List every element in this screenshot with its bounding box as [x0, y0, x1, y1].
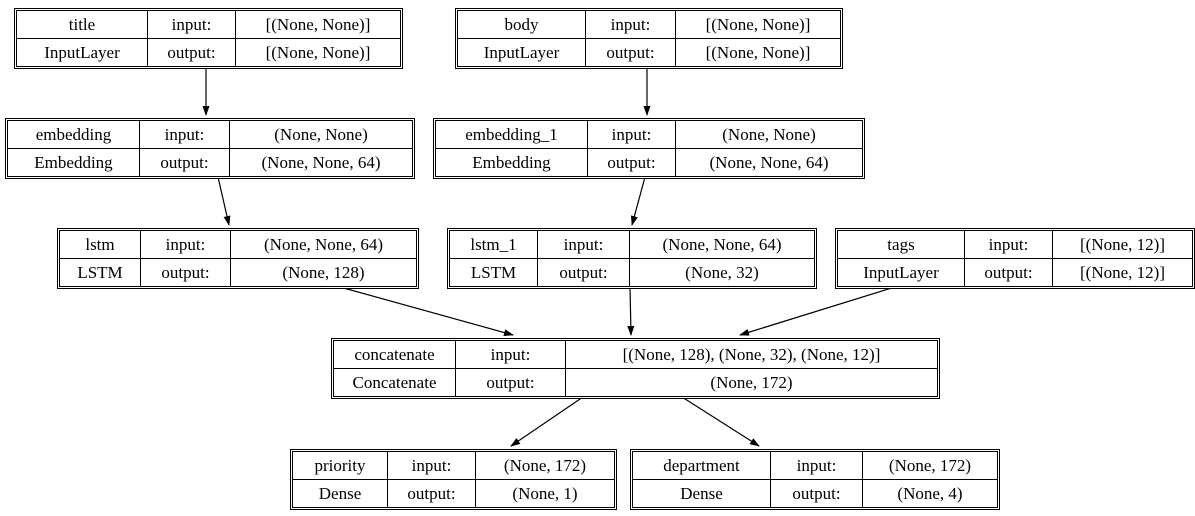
output-label: output: [537, 258, 630, 287]
edge-embedding-lstm-arrow [217, 176, 231, 226]
layer-class: InputLayer [457, 38, 586, 67]
output-shape: [(None, 12)] [1052, 258, 1193, 287]
layer-class: Dense [292, 479, 388, 508]
layer-name: tags [837, 230, 965, 259]
input-shape: (None, 172) [475, 451, 615, 480]
layer-class: Concatenate [333, 368, 456, 397]
output-label: output: [587, 148, 676, 177]
input-label: input: [770, 451, 863, 480]
output-shape: (None, 172) [565, 368, 938, 397]
output-label: output: [147, 38, 236, 67]
layer-class: LSTM [449, 258, 538, 287]
layer-name: concatenate [333, 340, 456, 369]
input-shape: [(None, 12)] [1052, 230, 1193, 259]
layer-class: Embedding [7, 148, 140, 177]
layer-class: Dense [632, 479, 771, 508]
node-department: department input: (None, 172) Dense outp… [630, 449, 1000, 510]
output-label: output: [139, 148, 230, 177]
input-label: input: [964, 230, 1053, 259]
node-lstm_1: lstm_1 input: (None, None, 64) LSTM outp… [447, 228, 817, 289]
edge-embedding_1-lstm_1-arrow [630, 176, 646, 226]
input-shape: [(None, None)] [675, 10, 841, 39]
output-shape: (None, None, 64) [229, 148, 413, 177]
node-title: title input: [(None, None)] InputLayer o… [14, 8, 403, 69]
node-priority: priority input: (None, 172) Dense output… [290, 449, 617, 510]
input-label: input: [140, 230, 231, 259]
edge-lstm-concatenate-arrow [339, 286, 514, 336]
layer-class: Embedding [435, 148, 588, 177]
layer-name: body [457, 10, 586, 39]
input-label: input: [585, 10, 676, 39]
input-shape: (None, None, 64) [230, 230, 417, 259]
input-label: input: [587, 120, 676, 149]
output-label: output: [964, 258, 1053, 287]
input-label: input: [537, 230, 630, 259]
input-shape: [(None, None)] [235, 10, 401, 39]
layer-name: priority [292, 451, 388, 480]
layer-name: embedding_1 [435, 120, 588, 149]
input-label: input: [139, 120, 230, 149]
input-shape: [(None, 128), (None, 32), (None, 12)] [565, 340, 938, 369]
node-concatenate: concatenate input: [(None, 128), (None, … [331, 338, 940, 399]
output-shape: [(None, None)] [675, 38, 841, 67]
layer-name: title [16, 10, 148, 39]
edge-lstm_1-concatenate-arrow [627, 286, 635, 336]
edge-tags-concatenate-arrow [739, 286, 896, 336]
layer-name: embedding [7, 120, 140, 149]
layer-name: lstm [59, 230, 141, 259]
output-label: output: [770, 479, 863, 508]
input-shape: (None, None) [675, 120, 863, 149]
output-shape: (None, 4) [862, 479, 998, 508]
output-shape: (None, 32) [629, 258, 815, 287]
output-label: output: [387, 479, 476, 508]
input-shape: (None, None) [229, 120, 413, 149]
layer-name: department [632, 451, 771, 480]
input-label: input: [455, 340, 566, 369]
node-lstm: lstm input: (None, None, 64) LSTM output… [57, 228, 419, 289]
layer-name: lstm_1 [449, 230, 538, 259]
output-shape: (None, None, 64) [675, 148, 863, 177]
input-shape: (None, None, 64) [629, 230, 815, 259]
layer-class: InputLayer [16, 38, 148, 67]
input-shape: (None, 172) [862, 451, 998, 480]
output-shape: (None, 128) [230, 258, 417, 287]
node-tags: tags input: [(None, 12)] InputLayer outp… [835, 228, 1195, 289]
node-embedding: embedding input: (None, None) Embedding … [5, 118, 415, 179]
output-label: output: [585, 38, 676, 67]
node-embedding_1: embedding_1 input: (None, None) Embeddin… [433, 118, 865, 179]
output-label: output: [140, 258, 231, 287]
layer-class: LSTM [59, 258, 141, 287]
node-body: body input: [(None, None)] InputLayer ou… [455, 8, 843, 69]
edge-concatenate-priority-arrow [510, 396, 584, 447]
edge-concatenate-department-arrow [681, 396, 760, 447]
input-label: input: [147, 10, 236, 39]
output-shape: [(None, None)] [235, 38, 401, 67]
layer-class: InputLayer [837, 258, 965, 287]
input-label: input: [387, 451, 476, 480]
output-shape: (None, 1) [475, 479, 615, 508]
output-label: output: [455, 368, 566, 397]
